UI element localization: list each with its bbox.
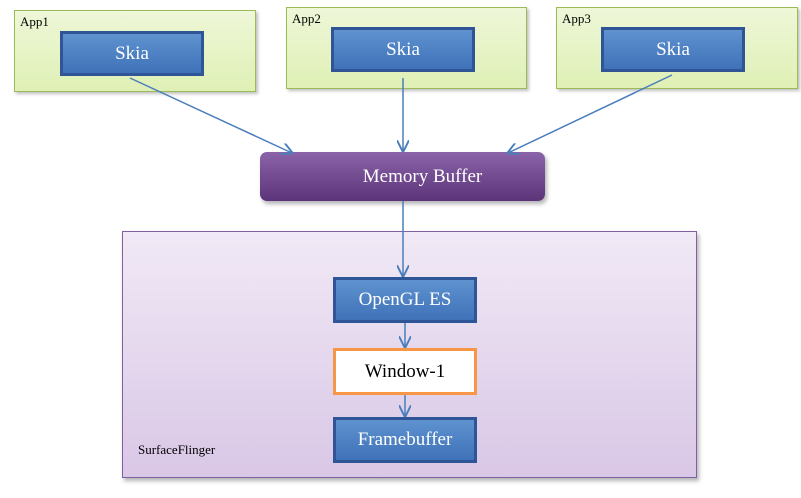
- surface-flinger-label: SurfaceFlinger: [138, 442, 216, 457]
- app3-label: App3: [562, 11, 591, 26]
- memory-buffer-box: Memory Buffer: [260, 152, 545, 201]
- window-1-box: Window-1: [333, 348, 477, 395]
- app3-skia-box: Skia: [601, 27, 745, 72]
- framebuffer-box: Framebuffer: [333, 417, 477, 463]
- app1-skia-box: Skia: [60, 31, 204, 76]
- app2-label: App2: [292, 11, 321, 26]
- app1-container: App1 Skia: [14, 10, 256, 92]
- opengl-es-box: OpenGL ES: [333, 277, 477, 323]
- app1-label: App1: [20, 14, 49, 29]
- app2-skia-box: Skia: [331, 27, 475, 72]
- app2-container: App2 Skia: [286, 7, 527, 89]
- app3-container: App3 Skia: [556, 7, 798, 89]
